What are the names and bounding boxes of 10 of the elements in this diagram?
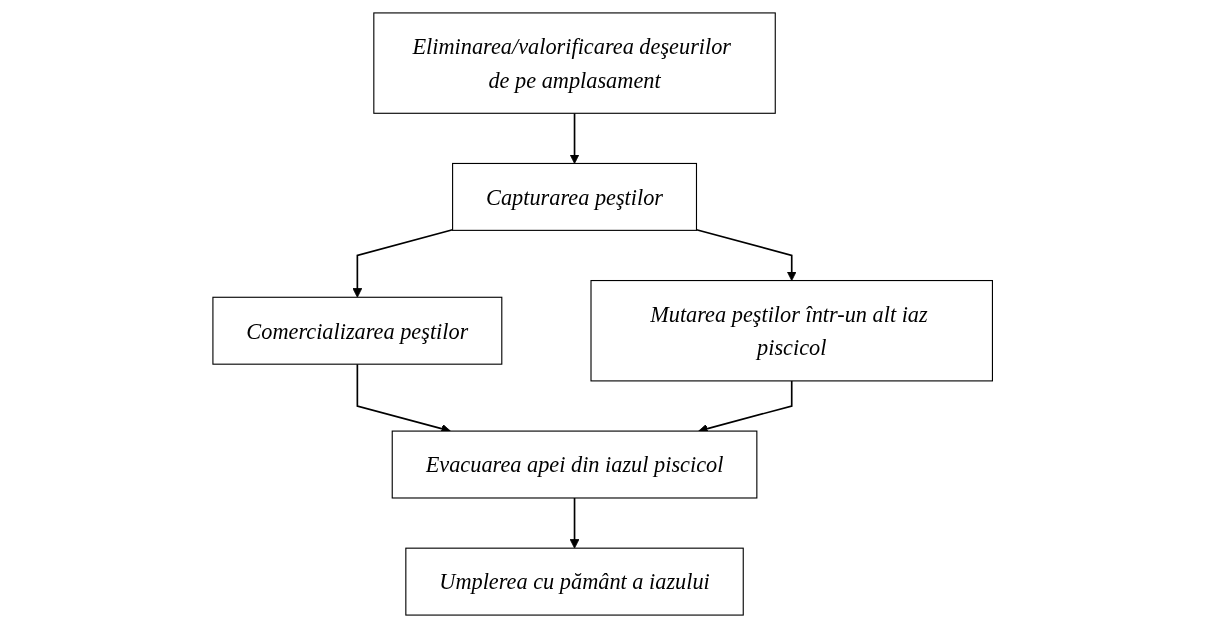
node-box: Comercializarea peştilor [212, 296, 503, 365]
arrow [352, 228, 454, 298]
node-box: Umplerea cu pământ a iazului [405, 547, 745, 616]
arrow [695, 228, 797, 281]
node-box: Eliminarea/valorificarea deşeurilor de pe amplasament [373, 12, 777, 114]
arrow [569, 112, 580, 164]
arrow [569, 497, 580, 549]
node-box: Mutarea peştilor într-un alt iaz piscicol [590, 280, 994, 382]
node-box: Capturarea peştilor [452, 162, 698, 231]
node-box: Evacuarea apei din iazul piscicol [392, 430, 758, 499]
